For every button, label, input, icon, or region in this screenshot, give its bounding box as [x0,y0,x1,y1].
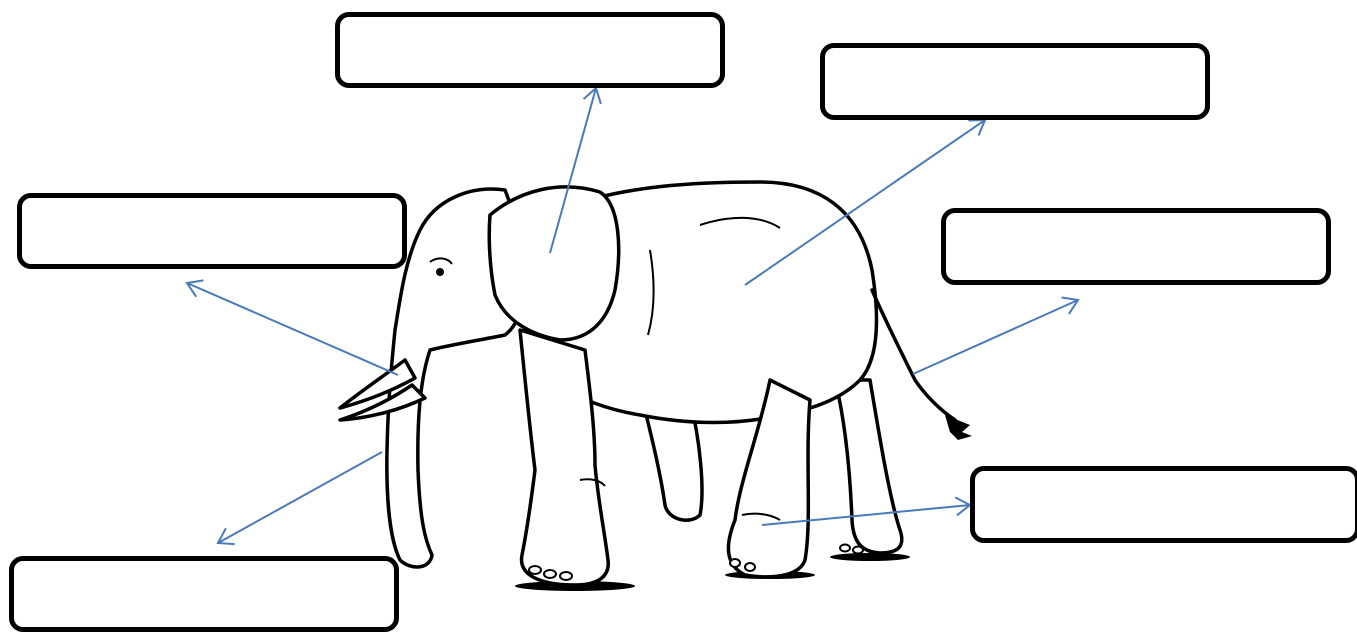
elephant-outline [338,180,957,587]
label-box-tusk[interactable] [17,193,407,269]
arrow-trunk [216,451,383,546]
label-box-trunk[interactable] [9,556,399,632]
arrow-leg [761,496,972,526]
label-box-leg[interactable] [970,466,1357,543]
label-box-body[interactable] [820,43,1210,120]
label-box-ear[interactable] [335,12,725,88]
pointer-arrows [185,86,1080,546]
arrow-tusk [185,279,399,376]
arrow-body [744,118,987,286]
toenails [528,543,864,581]
tail-tuft [945,415,972,440]
elephant-details [429,216,781,521]
label-box-tail[interactable] [941,208,1331,285]
arrow-tail [912,296,1080,375]
arrow-ear [549,86,602,254]
